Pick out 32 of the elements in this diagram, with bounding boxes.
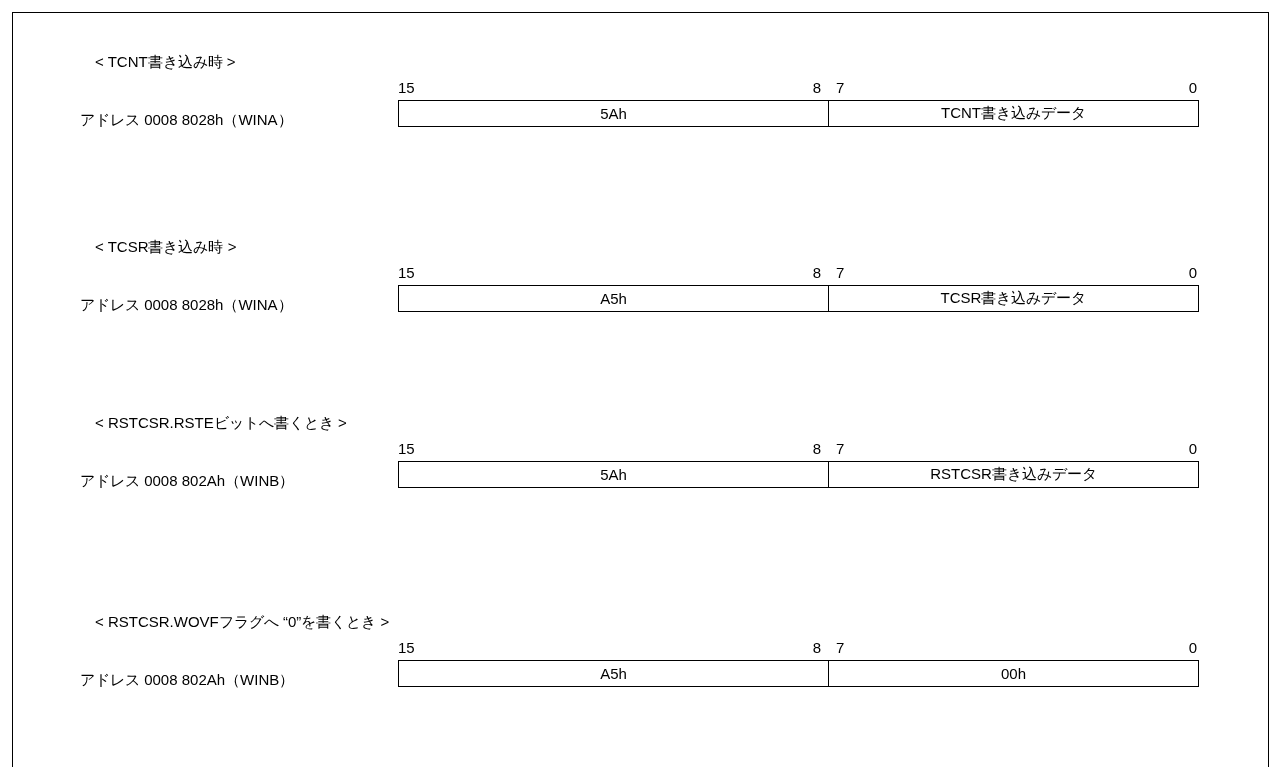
- section-heading: < RSTCSR.WOVFフラグへ “0”を書くとき >: [95, 613, 390, 631]
- bit-number: 15: [398, 79, 415, 97]
- bit-number: 7: [836, 440, 845, 458]
- address-label: アドレス 0008 802Ah（WINB）: [80, 472, 295, 490]
- section-heading: < TCNT書き込み時 >: [95, 53, 236, 71]
- bit-number: 0: [1188, 639, 1197, 657]
- bit-number: 0: [1188, 264, 1197, 282]
- bit-number: 7: [836, 639, 845, 657]
- register-field: TCSR書き込みデータ: [829, 285, 1199, 312]
- bit-number: 15: [398, 639, 415, 657]
- section-heading: < RSTCSR.RSTEビットへ書くとき >: [95, 414, 347, 432]
- register-field: 5Ah: [398, 461, 829, 488]
- address-label: アドレス 0008 802Ah（WINB）: [80, 671, 295, 689]
- bit-number: 8: [812, 264, 821, 282]
- bit-number: 8: [812, 440, 821, 458]
- bit-number: 15: [398, 440, 415, 458]
- register-field: A5h: [398, 660, 829, 687]
- register-field: A5h: [398, 285, 829, 312]
- register-field: 00h: [829, 660, 1199, 687]
- section-heading: < TCSR書き込み時 >: [95, 238, 237, 256]
- bit-number: 15: [398, 264, 415, 282]
- register-field: 5Ah: [398, 100, 829, 127]
- bit-number: 7: [836, 79, 845, 97]
- register-field: TCNT書き込みデータ: [829, 100, 1199, 127]
- bit-number: 0: [1188, 440, 1197, 458]
- address-label: アドレス 0008 8028h（WINA）: [80, 111, 293, 129]
- bit-number: 8: [812, 79, 821, 97]
- bit-number: 8: [812, 639, 821, 657]
- bit-number: 7: [836, 264, 845, 282]
- bit-number: 0: [1188, 79, 1197, 97]
- register-field: RSTCSR書き込みデータ: [829, 461, 1199, 488]
- address-label: アドレス 0008 8028h（WINA）: [80, 296, 293, 314]
